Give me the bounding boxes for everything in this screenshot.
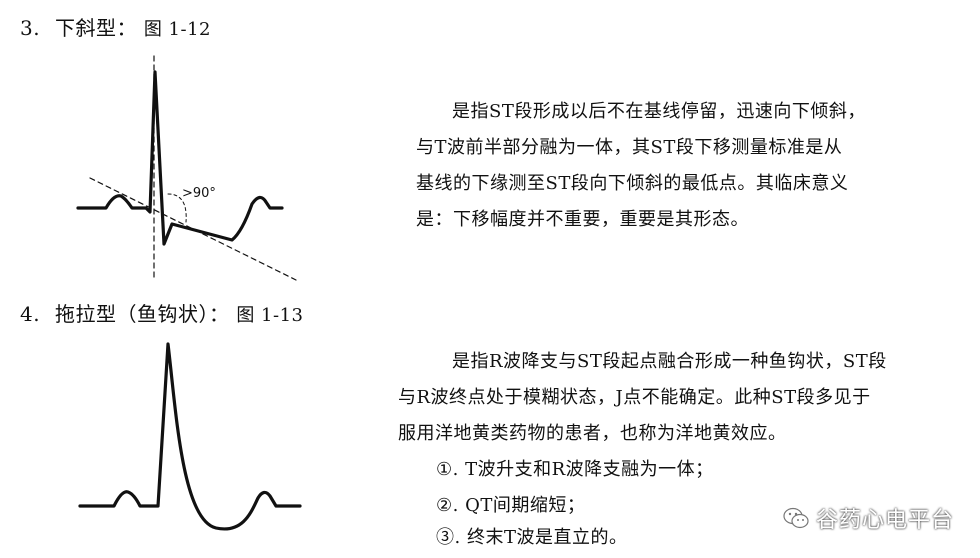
paragraph-line: 与R波终点处于模糊状态，J点不能确定。此种ST段多见于 xyxy=(398,387,871,408)
section3-number: 3. xyxy=(20,16,41,40)
paragraph-line: 基线的下缘测至ST段向下倾斜的最低点。其临床意义 xyxy=(416,173,849,194)
section4-figure-label: 图 1-13 xyxy=(236,305,304,326)
watermark: 谷药心电平台 xyxy=(782,502,954,534)
ecg-waveform xyxy=(78,342,302,531)
list-item: ②. QT间期缩短； xyxy=(436,495,586,516)
ecg-waveform xyxy=(76,70,284,246)
paragraph-line: 是指R波降支与ST段起点融合形成一种鱼钩状，ST段 xyxy=(452,351,887,372)
paragraph-line: 服用洋地黄类药物的患者，也称为洋地黄效应。 xyxy=(398,423,787,444)
angle-label: >90° xyxy=(182,186,216,201)
section4-paragraph: 是指R波降支与ST段起点融合形成一种鱼钩状，ST段 与R波终点处于模糊状态，J点… xyxy=(398,344,887,452)
section3-paragraph: 是指ST段形成以后不在基线停留，迅速向下倾斜， 与T波前半部分融为一体，其ST段… xyxy=(416,94,866,238)
watermark-text: 谷药心电平台 xyxy=(815,508,954,533)
angle-arc xyxy=(167,193,187,223)
section3-title: 下斜型： xyxy=(54,16,137,40)
baseline-reference-line xyxy=(89,177,297,281)
section4-title: 拖拉型（鱼钩状）： xyxy=(54,302,230,326)
section4-heading: 4. 拖拉型（鱼钩状）： 图 1-13 xyxy=(20,302,303,328)
ecg-figure-1-13 xyxy=(78,342,302,531)
paragraph-line: 与T波前半部分融为一体，其ST段下移测量标准是从 xyxy=(416,137,843,158)
section3-figure-label: 图 1-12 xyxy=(143,19,211,40)
wechat-icon xyxy=(783,507,809,529)
list-item: ③. 终末T波是直立的。 xyxy=(436,527,628,548)
ecg-figure-1-12: >90° xyxy=(76,55,297,281)
section4-number: 4. xyxy=(20,302,41,326)
list-item: ①. T波升支和R波降支融为一体； xyxy=(436,459,714,480)
paragraph-line: 是：下移幅度并不重要，重要是其形态。 xyxy=(416,209,749,230)
paragraph-line: 是指ST段形成以后不在基线停留，迅速向下倾斜， xyxy=(452,101,866,122)
section3-heading: 3. 下斜型： 图 1-12 xyxy=(20,16,211,42)
